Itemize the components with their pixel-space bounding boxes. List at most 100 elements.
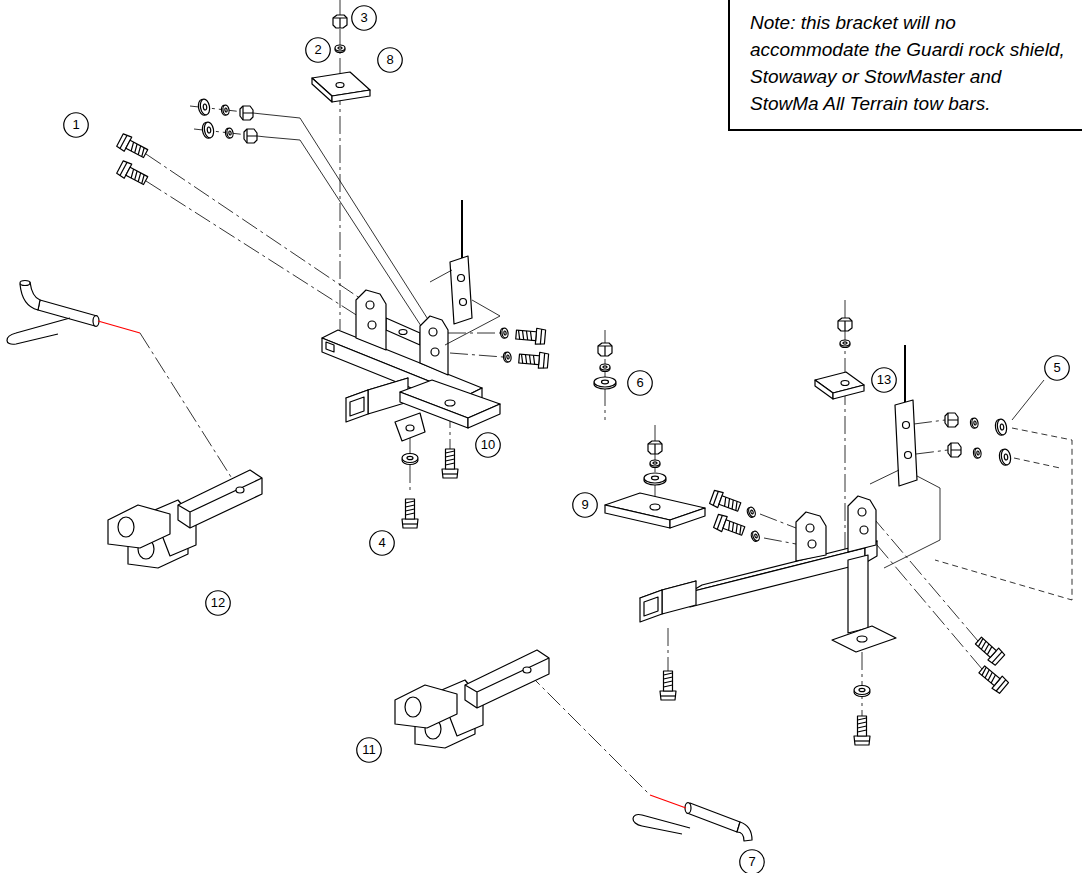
- hardware-part: [998, 448, 1012, 466]
- hardware-part: [116, 160, 149, 188]
- callout-circle: 13: [871, 367, 897, 393]
- right-bracket-part: [832, 626, 896, 652]
- callout-circle: 12: [205, 590, 231, 616]
- hardware-part: [197, 98, 211, 116]
- clevis-and-pins-part: [98, 321, 140, 333]
- center-lines-part: [845, 300, 846, 553]
- hardware-part: [225, 128, 234, 139]
- callout-outline: [206, 591, 231, 616]
- center-lines-part: [870, 514, 978, 641]
- left-bracket-part: [406, 425, 414, 431]
- center-lines-part: [527, 672, 650, 795]
- hardware-part: [116, 133, 149, 161]
- hardware-part: [750, 530, 760, 542]
- center-lines-part: [764, 538, 796, 544]
- hardware-part: [948, 443, 961, 457]
- left-bracket-part: [356, 290, 386, 350]
- right-bracket-part: [808, 540, 816, 548]
- center-lines-part: [1014, 458, 1060, 468]
- callout-outline: [628, 371, 653, 396]
- hardware-part: [500, 328, 509, 339]
- left-bracket-part: [429, 328, 437, 336]
- callout-number: 11: [362, 743, 376, 757]
- callout-number: 12: [211, 596, 225, 610]
- left-bracket-part: [460, 299, 467, 306]
- right-bracket-part: [690, 548, 865, 607]
- clevis-and-pins: [7, 281, 752, 842]
- center-lines-part: [866, 532, 982, 669]
- hardware-part: [221, 105, 230, 116]
- hardware-part: [518, 351, 548, 369]
- hardware-part: [746, 506, 756, 518]
- right-bracket-part: [903, 422, 910, 429]
- callout-outline: [352, 6, 377, 31]
- center-lines-part: [862, 652, 863, 716]
- hardware-part: [312, 78, 332, 102]
- clevis-and-pins-part: [687, 803, 740, 832]
- callout-circle: 8: [377, 47, 403, 73]
- left-bracket-part: [400, 392, 468, 428]
- hardware-part: [442, 449, 458, 478]
- clevis-and-pins-part: [108, 470, 262, 568]
- callout-number: 6: [636, 376, 643, 390]
- callout-circle: 9: [572, 492, 598, 518]
- hardware-part: [332, 90, 370, 102]
- callout-circle: 4: [369, 530, 395, 556]
- callout-outline: [740, 850, 765, 873]
- hardware-part: [644, 473, 666, 485]
- hardware-part: [594, 377, 616, 389]
- right-bracket-part: [640, 590, 662, 622]
- callout-number: 4: [378, 536, 385, 550]
- right-bracket-part: [796, 512, 826, 561]
- hardware-part: [854, 716, 870, 745]
- right-bracket-part: [904, 345, 906, 402]
- center-lines-part: [914, 420, 945, 424]
- callout-number: 2: [314, 43, 321, 57]
- callout-outline: [357, 738, 382, 763]
- callout-number: 3: [360, 11, 367, 25]
- right-bracket-part: [662, 581, 696, 614]
- left-bracket-part: [450, 256, 472, 324]
- center-lines-part: [140, 333, 238, 488]
- right-bracket-part: [815, 380, 833, 399]
- callout-outline: [872, 368, 897, 393]
- hardware-part: [650, 460, 660, 468]
- hardware-part: [336, 83, 344, 88]
- left-bracket-part: [445, 400, 455, 406]
- callout-circle: 1: [63, 112, 89, 138]
- callout-outline: [64, 113, 89, 138]
- clevis-and-pins-part: [20, 282, 40, 310]
- left-bracket-part: [461, 200, 463, 258]
- hardware-part: [660, 671, 676, 700]
- center-lines-part: [450, 353, 503, 357]
- hardware-part: [973, 635, 1005, 666]
- callout-number: 8: [386, 53, 393, 67]
- callout-number: 1: [72, 118, 79, 132]
- callout-outline: [573, 493, 598, 518]
- note-text: Note: this bracket will no accommodate t…: [750, 9, 1065, 117]
- hardware-part: [240, 106, 253, 120]
- right-bracket-part: [895, 400, 917, 486]
- hardware-part: [244, 129, 257, 143]
- left-bracket-part: [430, 270, 452, 282]
- hardware-part: [648, 441, 662, 454]
- hardware-part: [335, 45, 345, 53]
- hardware-part: [973, 448, 982, 459]
- clevis-and-pins-part: [20, 281, 30, 286]
- right-bracket-part: [650, 504, 660, 510]
- note-box: Note: this bracket will no accommodate t…: [728, 0, 1082, 131]
- left-bracket: [322, 200, 500, 441]
- right-bracket-part: [870, 470, 899, 484]
- callout-outline: [476, 433, 501, 458]
- hardware-part: [977, 663, 1009, 694]
- center-lines-part: [935, 428, 1072, 600]
- callout-outline: [378, 48, 403, 73]
- hardware-part: [402, 499, 418, 528]
- right-bracket-part: [670, 508, 705, 528]
- clevis-and-pins-part: [650, 795, 686, 808]
- callout-number: 9: [581, 498, 588, 512]
- left-bracket-part: [386, 318, 420, 345]
- right-bracket-part: [860, 526, 868, 534]
- callout-circle: 11: [356, 737, 382, 763]
- hardware-part: [598, 343, 612, 356]
